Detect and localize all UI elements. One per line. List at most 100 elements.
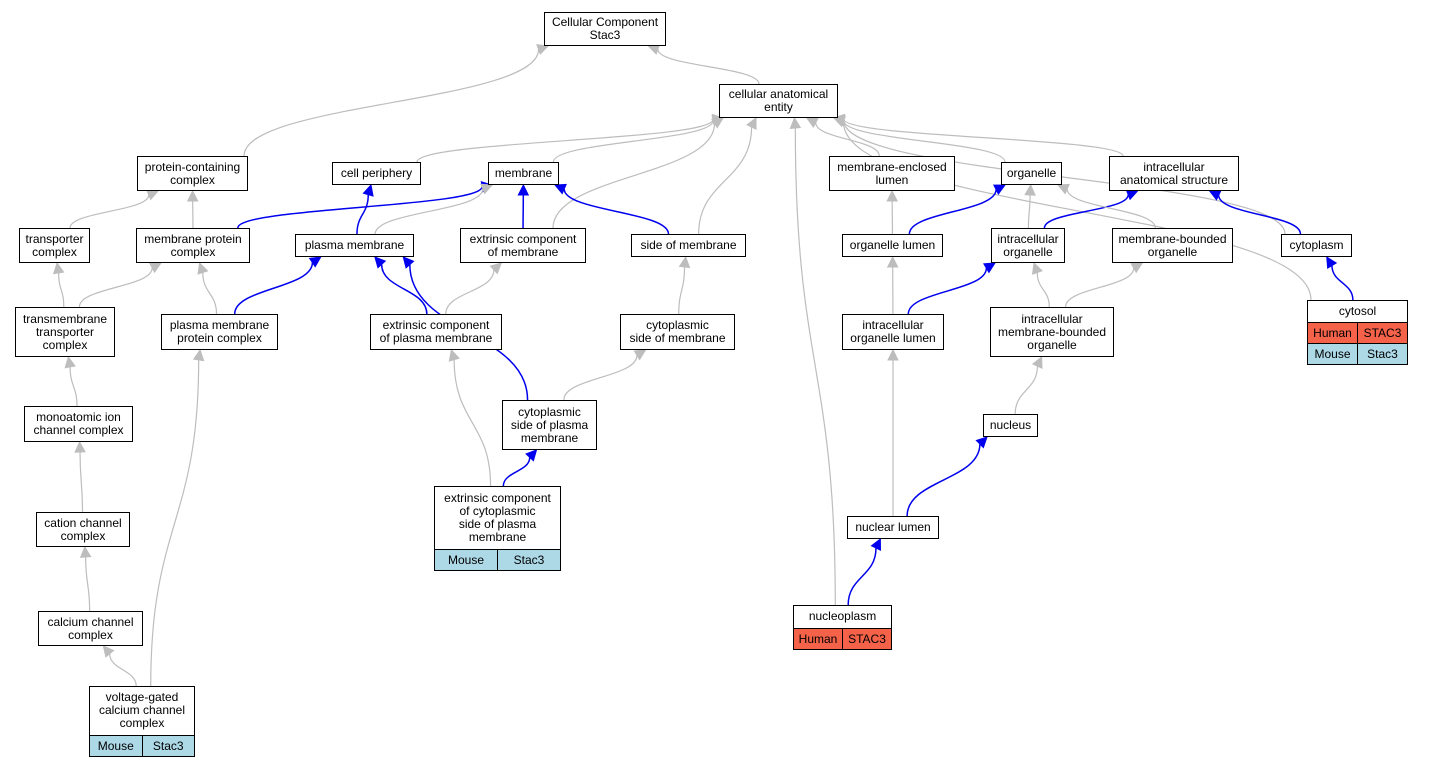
term-node-membrane[interactable]: membrane — [488, 162, 559, 185]
term-node-transcx[interactable]: transporter complex — [19, 228, 90, 263]
term-node-ecpm[interactable]: extrinsic component of plasma membrane — [370, 314, 502, 350]
edge-part_of-som-to-membrane — [553, 183, 670, 235]
term-node-cellper[interactable]: cell periphery — [332, 162, 421, 185]
term-node-ccc[interactable]: cation channel complex — [36, 512, 130, 547]
term-node-cspm[interactable]: cytoplasmic side of plasma membrane — [502, 400, 597, 450]
species-cell: Human — [1308, 323, 1357, 343]
edge-part_of-cytosol-to-cytoplasm — [1326, 256, 1354, 301]
term-node-maicc[interactable]: monoatomic ion channel complex — [24, 406, 133, 442]
edge-line — [1027, 194, 1031, 229]
term-node-pcc[interactable]: protein-containing complex — [137, 156, 248, 191]
term-label: extrinsic component of cytoplasmic side … — [444, 490, 551, 544]
edge-line — [698, 126, 753, 235]
edge-arrowhead — [886, 255, 899, 268]
edge-is_a-ecpm-to-ecm — [445, 262, 503, 315]
edge-is_a-imbo-to-intorg — [1031, 261, 1050, 308]
term-node-ecspm[interactable]: extrinsic component of cytoplasmic side … — [434, 486, 561, 571]
term-label: Cellular Component Stac3 — [551, 15, 659, 42]
edge-line — [1014, 366, 1039, 415]
edge-arrowhead — [993, 184, 1006, 195]
term-node-cytoplasm[interactable]: cytoplasm — [1281, 234, 1352, 257]
edge-line — [552, 120, 714, 163]
edge-is_a-ecm-to-cae — [552, 117, 724, 229]
edge-is_a-mel-to-cae — [805, 117, 880, 157]
term-node-organelle[interactable]: organelle — [1001, 162, 1062, 185]
edge-arrowhead — [1031, 355, 1043, 369]
edge-arrowhead — [1326, 256, 1338, 269]
edge-is_a-mbo-to-organelle — [1056, 183, 1156, 229]
edge-arrowhead — [64, 355, 76, 369]
edge-arrowhead — [308, 256, 322, 268]
term-node-nuclumen[interactable]: nuclear lumen — [847, 516, 939, 539]
edge-arrowhead — [870, 537, 881, 551]
term-label: transmembrane transporter complex — [22, 311, 108, 352]
edge-is_a-nucleoplasm-to-cae — [789, 116, 836, 606]
edge-is_a-cachc-to-ccc — [79, 545, 92, 612]
edge-is_a-vgccc-to-cachc — [102, 645, 137, 687]
term-node-ecm[interactable]: extrinsic component of membrane — [460, 228, 586, 263]
edge-line — [907, 267, 988, 315]
term-label: organelle — [1006, 166, 1057, 180]
term-node-cae[interactable]: cellular anatomical entity — [719, 84, 838, 118]
edge-arrowhead — [525, 449, 538, 462]
edge-line — [906, 444, 981, 517]
term-label: cation channel complex — [44, 515, 122, 543]
term-node-mbo[interactable]: membrane-bounded organelle — [1112, 228, 1233, 263]
term-label: cytoplasmic side of membrane — [629, 318, 726, 345]
term-node-orglumen[interactable]: organelle lumen — [842, 234, 943, 257]
edge-part_of-pm-to-cellper — [356, 183, 374, 235]
edge-part_of-iol-to-intorg — [907, 262, 996, 315]
edge-line — [1064, 267, 1135, 308]
term-label: membrane-bounded organelle — [1118, 231, 1227, 259]
edge-arrowhead — [1056, 183, 1070, 195]
edge-arrowhead — [79, 545, 92, 558]
edge-arrowhead — [975, 436, 988, 449]
term-node-tmtc[interactable]: transmembrane transporter complex — [15, 307, 115, 357]
term-node-csm[interactable]: cytoplasmic side of membrane — [620, 314, 735, 350]
term-label: extrinsic component of plasma membrane — [379, 318, 493, 345]
edge-line — [243, 49, 540, 157]
edge-arrowhead — [480, 183, 494, 195]
term-node-pm[interactable]: plasma membrane — [295, 234, 414, 257]
term-node-mpc[interactable]: membrane protein complex — [136, 228, 250, 263]
edge-arrowhead — [197, 261, 209, 275]
edge-arrowhead — [746, 116, 757, 130]
edge-line — [1043, 194, 1129, 229]
term-node-intorg[interactable]: intracellular organelle — [991, 228, 1065, 263]
gene-cell: Stac3 — [1357, 344, 1407, 364]
edge-arrowhead — [832, 116, 846, 128]
edge-is_a-pm-to-membrane — [374, 183, 494, 235]
term-label: protein-containing complex — [144, 159, 241, 187]
edge-is_a-tmtc-to-mpc — [78, 262, 162, 308]
edge-is_a-pcc-to-root — [243, 44, 550, 157]
term-node-imbo[interactable]: intracellular membrane-bounded organelle — [990, 307, 1114, 357]
term-label: intracellular anatomical structure — [1119, 159, 1229, 187]
edge-part_of-mpc-to-membrane — [237, 181, 494, 229]
term-label: membrane protein complex — [144, 231, 242, 259]
edge-line — [563, 355, 638, 401]
term-node-root[interactable]: Cellular Component Stac3 — [544, 12, 666, 46]
term-node-som[interactable]: side of membrane — [631, 234, 746, 257]
edge-is_a-pmpc-to-mpc — [197, 261, 218, 315]
term-node-nucleus[interactable]: nucleus — [983, 414, 1038, 437]
edge-line — [453, 359, 492, 487]
edge-line — [85, 556, 91, 612]
edge-arrowhead — [711, 117, 724, 129]
edge-arrowhead — [886, 189, 899, 202]
term-node-iol[interactable]: intracellular organelle lumen — [842, 314, 944, 350]
edge-arrowhead — [887, 348, 899, 361]
term-node-cachc[interactable]: calcium channel complex — [38, 611, 143, 646]
term-node-mel[interactable]: membrane-enclosed lumen — [829, 156, 955, 191]
term-node-ias[interactable]: intracellular anatomical structure — [1109, 156, 1239, 191]
edge-is_a-intorg-to-organelle — [1024, 183, 1036, 229]
term-node-pmpc[interactable]: plasma membrane protein complex — [161, 314, 278, 350]
edge-part_of-ecspm-to-cspm — [502, 449, 538, 487]
edge-line — [657, 49, 760, 85]
edge-arrowhead — [102, 645, 115, 658]
edge-arrowhead — [489, 262, 503, 275]
edge-line — [1217, 195, 1302, 235]
